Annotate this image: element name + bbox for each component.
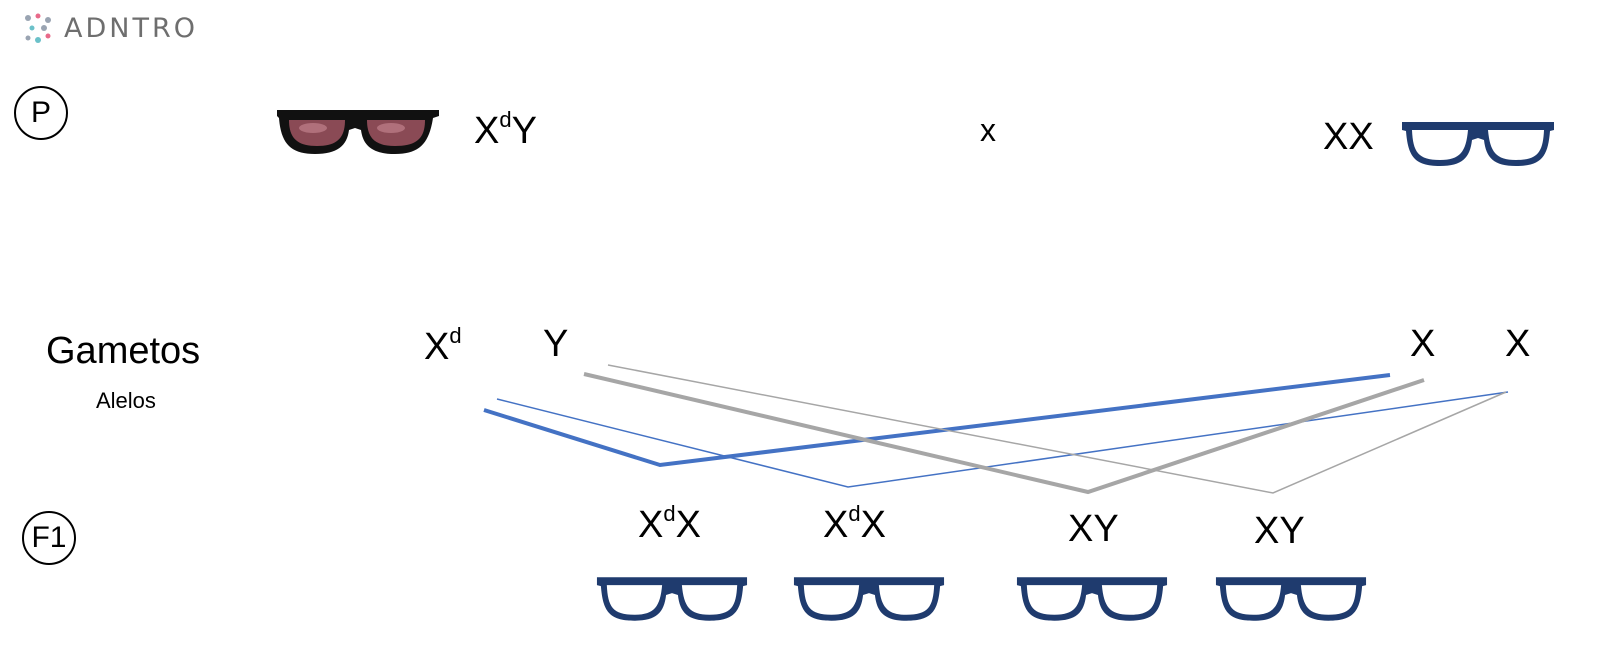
father-genotype: XdY [474,107,537,152]
brand-name: ADNTRO [64,12,198,44]
offspring-genotype-3: XY [1068,508,1119,550]
offspring-genotype-4: XY [1254,510,1305,552]
alelos-label: Alelos [96,388,156,413]
gamete-x-2: X [1505,323,1531,365]
generation-p-marker: P [14,86,68,140]
generation-p-label: P [30,96,51,129]
line-xd-to-f1a [483,373,1391,468]
generation-f1-label: F1 [31,521,67,554]
gametos-label: Gametos [46,330,201,372]
brand-logo: ADNTRO [22,8,198,48]
glasses-icon [1215,577,1367,621]
glasses-icon [1402,122,1554,166]
dna-dots-icon [25,13,51,43]
line-y-to-f1c [583,372,1425,495]
gamete-y: Y [543,323,569,365]
offspring-genotype-2: XdX [823,501,886,546]
gamete-xd: Xd [424,323,462,368]
glasses-icon [1016,577,1168,621]
sunglasses-icon [277,110,439,154]
gamete-x-1: X [1410,323,1436,365]
glasses-icon [793,577,945,621]
generation-f1-marker: F1 [22,511,76,565]
cross-symbol: x [980,112,996,148]
mother-genotype: XX [1323,116,1374,158]
glasses-icon [596,577,748,621]
line-y-to-f1d [607,364,1507,494]
offspring-genotype-1: XdX [638,501,701,546]
